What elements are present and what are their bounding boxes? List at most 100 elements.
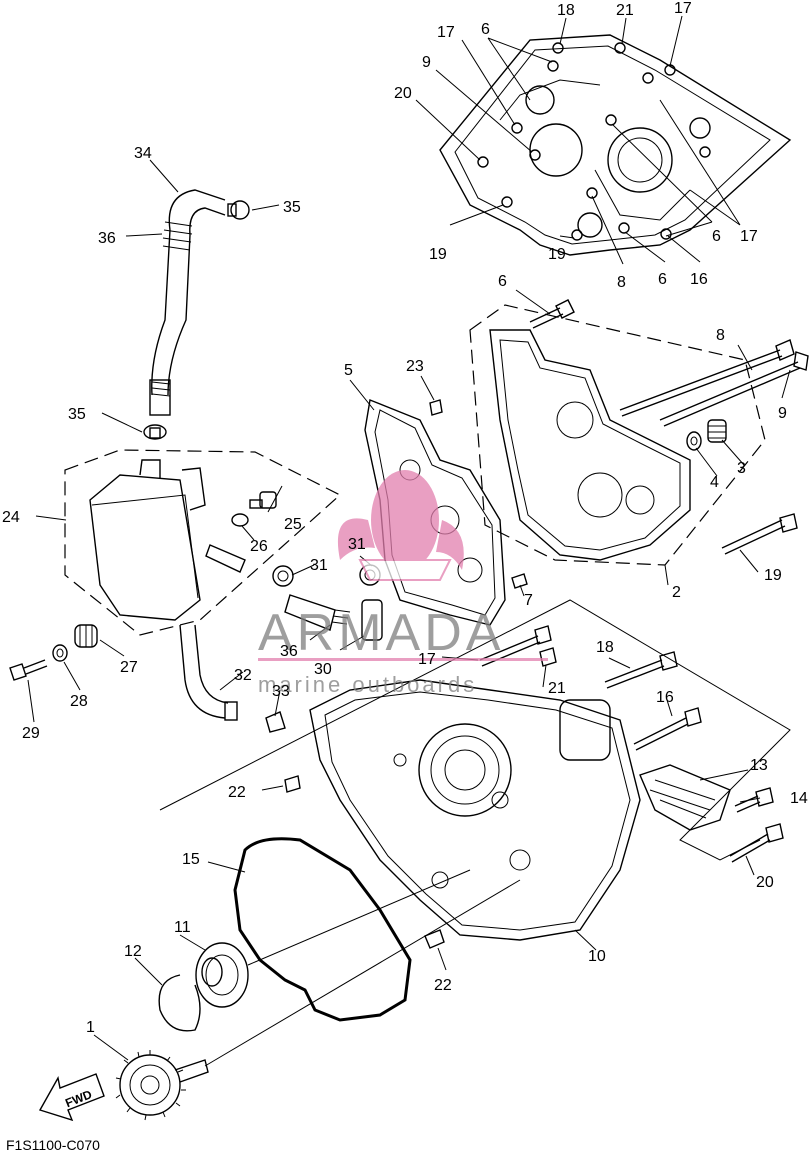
bearing-11 — [195, 942, 249, 1008]
callout-17-lower: 17 — [418, 651, 436, 668]
hose-clip-35-lower — [143, 424, 167, 440]
collar-26 — [231, 513, 249, 527]
callout-24: 24 — [2, 509, 20, 526]
washer-4 — [686, 431, 702, 451]
callout-12: 12 — [124, 943, 142, 960]
breather-assembly-boundary — [64, 449, 342, 636]
callout-13: 13 — [750, 757, 768, 774]
callout-29: 29 — [22, 725, 40, 742]
breather-box — [89, 459, 206, 621]
hose-36-middle — [284, 594, 383, 641]
bolt-19 — [721, 513, 798, 555]
callout-19-right: 19 — [764, 567, 782, 584]
dowel-7 — [511, 573, 528, 589]
watermark-brand: ARMADA — [258, 604, 504, 662]
o-ring-15 — [233, 837, 412, 1022]
callout-7: 7 — [524, 592, 533, 609]
callout-23: 23 — [406, 358, 424, 375]
callout-25: 25 — [284, 516, 302, 533]
breather-hose — [149, 189, 226, 416]
callout-19-mid: 19 — [548, 246, 566, 263]
callout-31-left: 31 — [310, 557, 328, 574]
callout-18-top: 18 — [557, 2, 575, 19]
callout-16-lower: 16 — [656, 689, 674, 706]
callout-8-right: 8 — [716, 327, 725, 344]
leader-lines — [27, 15, 791, 1061]
crankcase-cover-10 — [309, 679, 641, 941]
callout-17-top-right: 17 — [674, 0, 692, 17]
callout-4: 4 — [710, 474, 719, 491]
plate-13 — [639, 764, 731, 831]
callout-14: 14 — [790, 790, 808, 807]
callout-36-lower: 36 — [280, 643, 298, 660]
callout-5: 5 — [344, 362, 353, 379]
oil-pump-housing — [489, 329, 691, 561]
callout-22-lower: 22 — [434, 977, 452, 994]
callout-21-lower: 21 — [548, 680, 566, 697]
callout-6-right: 6 — [712, 228, 721, 245]
hose-clip-35-top — [227, 200, 250, 220]
bolt-16-lower — [633, 707, 702, 751]
callout-9-right: 9 — [778, 405, 787, 422]
dowel-23 — [429, 399, 443, 416]
callout-20-lower: 20 — [756, 874, 774, 891]
hose-32 — [179, 624, 238, 721]
callout-20-top: 20 — [394, 85, 412, 102]
callout-21-top: 21 — [616, 2, 634, 19]
callout-17-top-left: 17 — [437, 24, 455, 41]
callout-6-bottom: 6 — [658, 271, 667, 288]
bolt-21-lower — [539, 647, 557, 667]
diagram-code: F1S1100-C070 — [6, 1137, 100, 1153]
crankcase-cover-bolts — [477, 42, 711, 241]
callout-19-left: 19 — [429, 246, 447, 263]
bolt-29 — [9, 659, 48, 681]
plug-3 — [707, 419, 727, 443]
crankcase-cover-outline — [439, 34, 792, 256]
callout-30: 30 — [314, 661, 332, 678]
callout-2: 2 — [672, 584, 681, 601]
fwd-arrow: FWD — [38, 1073, 105, 1122]
callout-11: 11 — [174, 919, 191, 936]
bolt-8 — [619, 339, 795, 417]
clip-31-left — [272, 565, 294, 587]
bolt-14 — [734, 787, 774, 813]
watermark-rule — [258, 658, 548, 661]
callout-6-top: 6 — [481, 21, 490, 38]
drive-gear-1 — [115, 1050, 209, 1121]
grommet-27 — [74, 624, 98, 648]
callout-34: 34 — [134, 145, 152, 162]
callout-9-top: 9 — [422, 54, 431, 71]
dowel-22-lower — [424, 929, 445, 949]
callout-36-top: 36 — [98, 230, 116, 247]
fwd-label: FWD — [63, 1087, 94, 1110]
callout-33: 33 — [272, 683, 290, 700]
washer-28 — [52, 644, 68, 662]
bolt-9 — [659, 351, 809, 427]
bearing-axis-line — [247, 869, 471, 966]
shaft-axis-line — [204, 879, 521, 1067]
callout-6-pump: 6 — [498, 273, 507, 290]
callout-1: 1 — [86, 1019, 95, 1036]
callout-32: 32 — [234, 667, 252, 684]
callout-22-upper: 22 — [228, 784, 246, 801]
circlip-12 — [158, 974, 201, 1032]
bolt-6-pump — [529, 299, 575, 329]
bolt-17-lower — [479, 625, 552, 667]
callout-35-top: 35 — [283, 199, 301, 216]
callout-8-top: 8 — [617, 274, 626, 291]
callout-18-lower: 18 — [596, 639, 614, 656]
callout-labels: 18 21 17 6 17 9 20 17 6 6 16 8 6 19 19 8… — [2, 0, 808, 1036]
callout-10: 10 — [588, 948, 606, 965]
watermark-tagline: marine outboards — [258, 672, 477, 697]
callout-26: 26 — [250, 538, 268, 555]
grommet-25 — [249, 491, 277, 509]
pipe-joint — [205, 544, 246, 573]
callout-31-right: 31 — [348, 536, 366, 553]
watermark-logo — [337, 470, 464, 581]
bolt-20-lower — [729, 823, 784, 863]
callout-15: 15 — [182, 851, 200, 868]
oil-pump-boundary — [469, 304, 766, 566]
callout-16-top: 16 — [690, 271, 708, 288]
callout-3: 3 — [737, 460, 746, 477]
bolt-18-lower — [604, 651, 678, 689]
